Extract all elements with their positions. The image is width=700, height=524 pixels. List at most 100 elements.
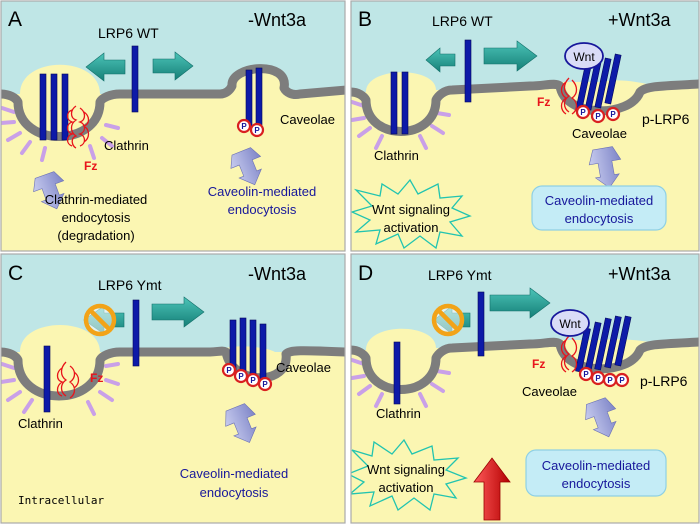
caveolae-label: Caveolae [572, 126, 627, 141]
lrp6-cluster-clathrin [39, 73, 69, 141]
caveolin-pathway-line: Caveolin-mediated [180, 466, 288, 481]
lrp6-receptor [132, 299, 140, 367]
teal-arrow-icon [425, 47, 456, 73]
clathrin-coat [351, 100, 451, 150]
phospho-site [249, 122, 265, 138]
signaling-line: activation [379, 480, 434, 495]
clathrin-coat [351, 358, 451, 408]
caveolin-pathway-line: Caveolin-mediated [545, 193, 653, 208]
signaling-line: Wnt signaling [372, 202, 450, 217]
treatment-label: +Wnt3a [608, 264, 672, 284]
teal-arrow-icon [483, 40, 538, 72]
panel-d-frame [350, 253, 700, 524]
caveolin-pathway-line: endocytosis [562, 476, 631, 491]
phospho-site [233, 368, 249, 384]
phospho-site [575, 104, 591, 120]
phospho-site [257, 376, 273, 392]
lrp6-receptor [131, 45, 139, 113]
frizzled-receptor [56, 361, 80, 399]
caveolin-endocytosis-box [531, 185, 667, 231]
star-burst [351, 178, 472, 250]
phospho-site [236, 118, 252, 134]
clathrin-pathway-line: (degradation) [57, 228, 134, 243]
panel-c [1, 254, 345, 523]
down-arrow-icon [33, 171, 65, 210]
receptor-label: LRP6 WT [432, 13, 493, 29]
teal-arrow-icon [489, 287, 551, 319]
phospho-label: P [226, 366, 232, 375]
down-arrow-icon [585, 397, 617, 438]
caveolae-label: Caveolae [280, 112, 335, 127]
phospho-label: P [607, 376, 613, 385]
frizzled-receptor [560, 335, 578, 373]
phospho-label: P [250, 376, 256, 385]
panel-b-frame [350, 0, 700, 252]
phospho-label: P [580, 108, 586, 117]
lrp6-receptor [477, 291, 485, 357]
panel-b [351, 1, 699, 251]
phospho-label: P [583, 370, 589, 379]
panel-c-frame [0, 253, 346, 524]
lrp6-cluster-caveolae [575, 53, 622, 113]
caveolin-pathway-line: Caveolin-mediated [542, 458, 650, 473]
phospho-site [590, 108, 606, 124]
fz-label: Fz [532, 357, 545, 371]
wnt-label: Wnt [559, 317, 581, 331]
fz-label: Fz [90, 371, 103, 385]
phospho-label: P [595, 374, 601, 383]
extracellular-region [1, 1, 345, 94]
phospho-label: P [610, 110, 616, 119]
down-arrow-icon [225, 403, 257, 443]
signaling-line: activation [384, 220, 439, 235]
clathrin-label: Clathrin [374, 148, 419, 163]
plasma-membrane [1, 64, 345, 141]
wnt-ligand [550, 309, 590, 337]
star-burst [351, 438, 468, 512]
teal-arrow-icon [85, 52, 126, 82]
signaling-line: Wnt signaling [367, 462, 445, 477]
ban-icon [83, 303, 117, 337]
teal-arrow-icon [152, 51, 194, 81]
phospho-label: P [254, 126, 260, 135]
phospho-site [245, 372, 261, 388]
panel-letter: A [8, 8, 22, 31]
wnt-label: Wnt [573, 50, 595, 64]
panel-d [351, 254, 699, 523]
p-lrp6-label: p-LRP6 [640, 373, 688, 389]
caveolin-pathway-line: endocytosis [228, 202, 297, 217]
ban-icon [431, 303, 465, 337]
lrp6-receptor [393, 341, 401, 405]
lrp6-cluster-caveolae [575, 315, 632, 373]
down-arrow-icon [230, 147, 262, 186]
lrp6-receptor [43, 345, 51, 413]
receptor-label: LRP6 WT [98, 25, 159, 41]
caveolae-label: Caveolae [276, 360, 331, 375]
treatment-label: -Wnt3a [248, 264, 307, 284]
panel-letter: C [8, 262, 23, 285]
clathrin-label: Clathrin [18, 416, 63, 431]
caveolin-pathway-line: Caveolin-mediated [208, 184, 316, 199]
panel-letter: B [358, 8, 372, 31]
panel-letter: D [358, 262, 373, 285]
panel-a [1, 1, 345, 251]
wnt-ligand [564, 42, 604, 70]
p-lrp6-label: p-LRP6 [642, 111, 690, 127]
phospho-label: P [241, 122, 247, 131]
clathrin-pathway-line: endocytosis [62, 210, 131, 225]
plasma-membrane [1, 346, 345, 401]
lrp6-receptor [464, 39, 472, 103]
treatment-label: +Wnt3a [608, 10, 672, 30]
treatment-label: -Wnt3a [248, 10, 307, 30]
receptor-label: LRP6 Ymt [98, 277, 162, 293]
phospho-site [578, 366, 594, 382]
panel-a-frame [0, 0, 346, 252]
caveolin-endocytosis-box [525, 449, 667, 497]
lrp6-cluster-clathrin [390, 71, 409, 135]
clathrin-pathway-line: Clathrin-mediated [45, 192, 148, 207]
phospho-site [614, 372, 630, 388]
phospho-label: P [595, 112, 601, 121]
caveolae-label: Caveolae [522, 384, 577, 399]
caveolin-pathway-line: endocytosis [565, 211, 634, 226]
phospho-site [605, 106, 621, 122]
